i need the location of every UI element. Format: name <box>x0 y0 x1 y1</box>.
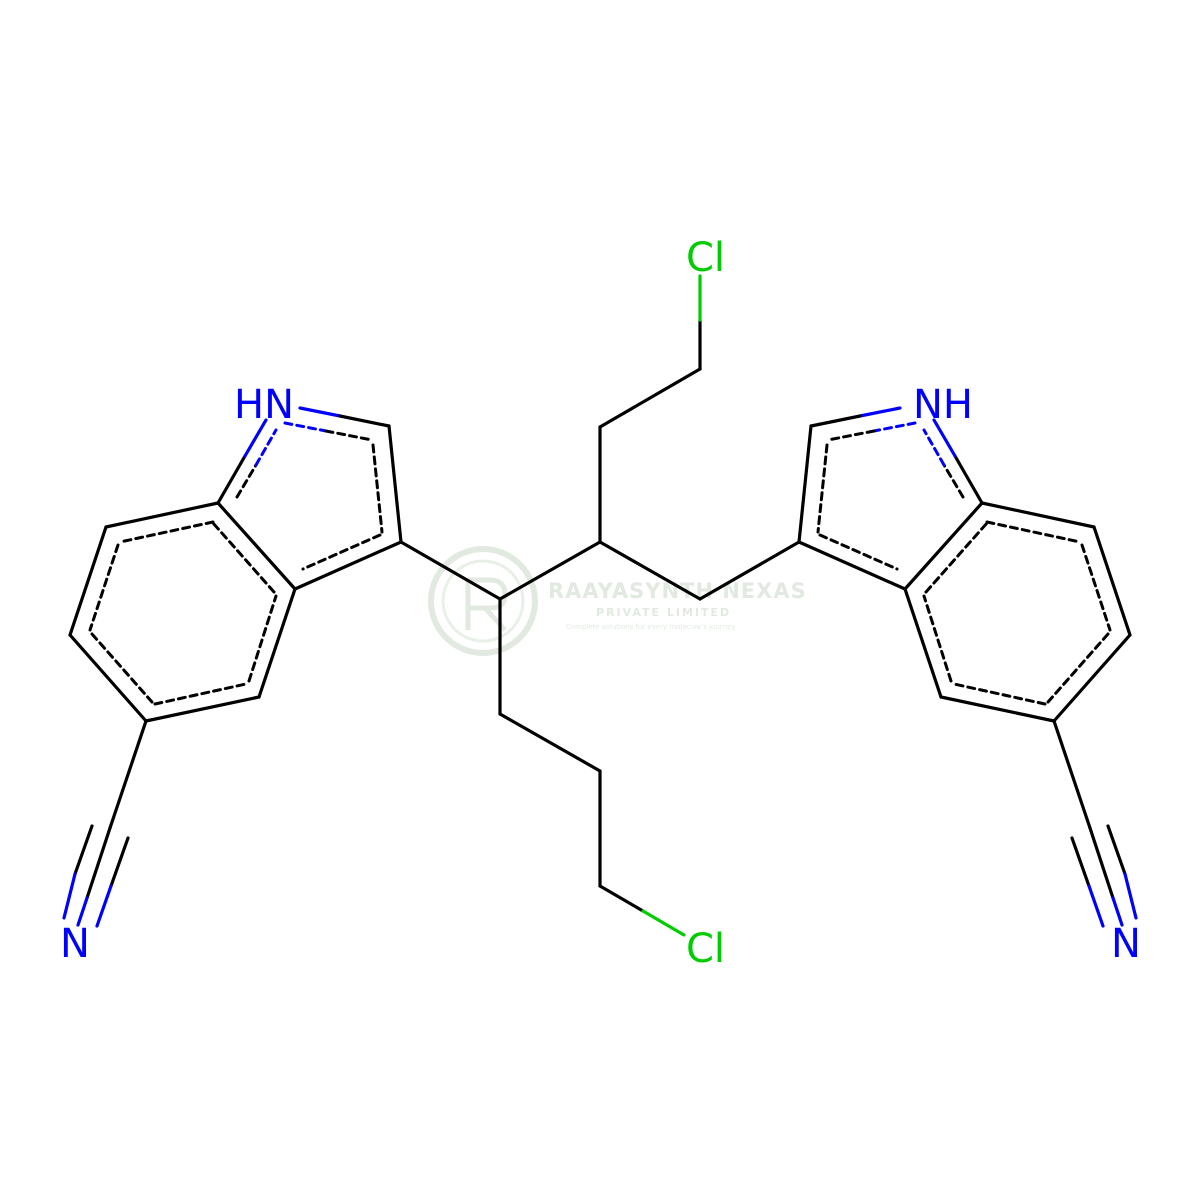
aromatic-bond <box>1080 543 1112 632</box>
bond <box>1087 884 1105 928</box>
bond <box>809 414 862 428</box>
bond <box>498 712 602 773</box>
bond <box>216 454 247 505</box>
bond <box>980 501 1096 529</box>
aromatic-bond <box>153 682 248 706</box>
bond <box>76 896 89 927</box>
aromatic-bond <box>985 520 1082 544</box>
bond <box>1052 633 1132 723</box>
bond <box>399 540 502 601</box>
bond <box>1052 719 1092 830</box>
bond <box>858 406 902 418</box>
aromatic-bond <box>324 429 374 442</box>
bond <box>68 525 108 637</box>
atom-label-nh-right: NH <box>913 382 973 428</box>
aromatic-bond <box>235 463 258 499</box>
aromatic-bond <box>922 594 953 683</box>
aromatic-bond <box>371 443 384 534</box>
bond <box>1088 826 1115 900</box>
bond <box>641 909 686 937</box>
bond <box>797 540 907 591</box>
aromatic-bond <box>922 428 946 467</box>
bond <box>387 424 403 544</box>
bond <box>1111 896 1124 927</box>
bond <box>293 540 403 591</box>
watermark-subtitle: PRIVATE LIMITED <box>596 606 731 619</box>
aromatic-bond <box>924 521 989 594</box>
atom-label-n-nitrile-right: N <box>1111 921 1141 967</box>
bonds <box>62 274 1138 937</box>
aromatic-bond <box>942 463 965 499</box>
aromatic-bond <box>1046 632 1110 704</box>
bond <box>598 884 645 913</box>
bond <box>243 418 268 458</box>
aromatic-bond <box>247 594 278 683</box>
aromatic-bond <box>283 421 328 433</box>
bond <box>598 540 702 601</box>
atom-label-cl-top: Cl <box>686 235 725 281</box>
aromatic-bond <box>211 521 276 594</box>
atom-label-cl-bottom: Cl <box>686 926 725 972</box>
bond <box>1106 824 1127 876</box>
bond <box>68 633 148 723</box>
bond <box>598 367 702 429</box>
bond <box>939 695 1056 723</box>
watermark: RAAYASYNTH NEXAS PRIVATE LIMITED Complet… <box>428 546 807 656</box>
bond <box>216 501 297 591</box>
atom-label-nh-left: HN <box>234 382 294 428</box>
bond <box>73 824 94 876</box>
aromatic-bond <box>254 428 278 467</box>
aromatic-bond <box>952 682 1047 706</box>
aromatic-bond <box>872 421 917 433</box>
watermark-tagline: Complete solutions for every molecule's … <box>566 623 735 631</box>
bond <box>903 501 984 591</box>
bond <box>498 540 602 601</box>
aromatic-bond <box>816 443 829 534</box>
bond <box>1070 836 1091 888</box>
bond <box>1092 525 1132 637</box>
atom-label-n-nitrile-left: N <box>60 921 90 967</box>
bond <box>338 414 391 428</box>
atom-labels: HN NH Cl Cl N N <box>60 235 1141 972</box>
bond <box>903 587 943 699</box>
bond <box>298 406 342 418</box>
aromatic-bond <box>90 632 154 704</box>
bond <box>62 872 77 920</box>
aromatic-bond <box>301 533 382 571</box>
bond <box>95 884 113 928</box>
bond <box>257 587 297 699</box>
aromatic-bond <box>88 543 120 632</box>
aromatic-bond <box>826 429 876 442</box>
watermark-company: RAAYASYNTH NEXAS <box>548 579 807 603</box>
aromatic-bond <box>118 520 215 544</box>
bond <box>953 454 984 505</box>
bond <box>698 540 801 601</box>
bond <box>797 424 813 544</box>
bond <box>85 826 112 900</box>
bond <box>104 501 220 529</box>
bond <box>109 836 130 888</box>
bond <box>1123 872 1138 920</box>
aromatic-bond <box>818 533 899 571</box>
bond <box>144 695 261 723</box>
bond <box>108 719 148 830</box>
bond <box>932 418 957 458</box>
watermark-logo <box>428 546 538 656</box>
